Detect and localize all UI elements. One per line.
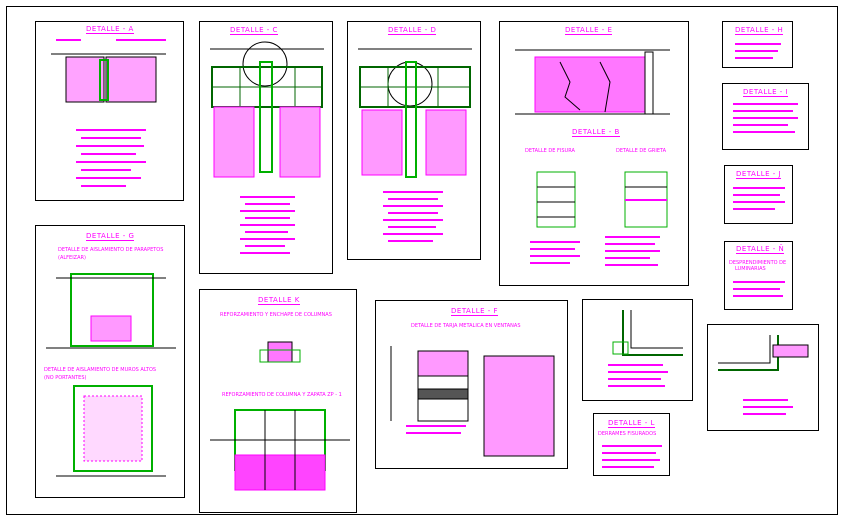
detalle-unlabeled-1-drawing — [608, 310, 683, 387]
detalle-e-title: DETALLE - E — [565, 26, 613, 35]
detalle-f-title: DETALLE - F — [451, 307, 499, 316]
detalle-a-title: DETALLE - A — [86, 25, 134, 34]
detalle-h-notes — [735, 43, 781, 59]
detalle-unlabeled-2-drawing — [718, 335, 809, 415]
panel-detalle-unlabeled-1 — [582, 299, 693, 401]
detalle-fisura-label: DETALLE DE FISURA — [525, 148, 575, 154]
detalle-k-sub1: REFORZAMIENTO Y ENCHAPE DE COLUMNAS — [220, 312, 332, 318]
detalle-e-drawing — [515, 49, 670, 266]
detalle-l-title: DETALLE - L — [608, 419, 655, 428]
detalle-l-sub1: DERRAMES FISURADOS — [598, 431, 657, 437]
detalle-h-title: DETALLE - H — [735, 26, 784, 35]
detalle-d-title: DETALLE - D — [388, 26, 437, 35]
panel-detalle-j: DETALLE - J — [724, 165, 793, 224]
panel-detalle-e: DETALLE - E DETALLE - B DETALLE DE FISUR… — [499, 21, 689, 286]
panel-detalle-i: DETALLE - I — [722, 83, 809, 150]
panel-detalle-h: DETALLE - H — [722, 21, 793, 68]
detalle-c-title: DETALLE - C — [230, 26, 278, 35]
detalle-a-drawing — [51, 39, 166, 187]
detalle-g-drawing — [46, 273, 176, 477]
panel-detalle-d: DETALLE - D — [347, 21, 481, 260]
detalle-f-drawing — [390, 346, 555, 457]
panel-detalle-l: DETALLE - L DERRAMES FISURADOS — [593, 413, 670, 476]
detalle-j-title: DETALLE - J — [736, 170, 782, 179]
panel-detalle-f: DETALLE - F DETALLE DE TARJA METALICA EN… — [375, 300, 568, 469]
detalle-i-notes — [733, 103, 798, 133]
detalle-n-notes — [733, 281, 785, 297]
detalle-g-sub3: DETALLE DE AISLAMIENTO DE MUROS ALTOS — [44, 367, 157, 373]
detalle-g-sub4: (NO PORTANTES) — [44, 375, 87, 381]
detalle-g-sub2: (ALFEIZAR) — [58, 255, 86, 261]
panel-detalle-c: DETALLE - C — [199, 21, 333, 274]
drawing-sheet-border — [6, 6, 838, 515]
detalle-l-notes — [602, 445, 662, 468]
detalle-n-sub2: LUMINARIAS — [735, 266, 766, 272]
panel-detalle-a: DETALLE - A — [35, 21, 184, 201]
detalle-i-title: DETALLE - I — [743, 88, 789, 97]
detalle-c-drawing — [210, 41, 324, 254]
detalle-k-drawing — [210, 341, 350, 491]
detalle-n-title: DETALLE - Ñ — [736, 245, 785, 254]
panel-detalle-g: DETALLE - G DETALLE DE AISLAMIENTO DE PA… — [35, 225, 185, 498]
detalle-g-title: DETALLE - G — [86, 232, 135, 241]
detalle-b-title: DETALLE - B — [572, 128, 620, 137]
panel-detalle-unlabeled-2 — [707, 324, 819, 431]
detalle-f-sub1: DETALLE DE TARJA METALICA EN VENTANAS — [411, 323, 521, 329]
panel-detalle-n: DETALLE - Ñ DESPRENDIMIENTO DE LUMINARIA… — [724, 241, 793, 310]
detalle-d-drawing — [358, 48, 472, 242]
detalle-n-sub1: DESPRENDIMIENTO DE — [729, 260, 787, 266]
detalle-grieta-label: DETALLE DE GRIETA — [616, 148, 667, 154]
detalle-k-title: DETALLE K — [258, 296, 300, 305]
detalle-j-notes — [733, 187, 785, 210]
detalle-k-sub2: REFORZAMIENTO DE COLUMNA Y ZAPATA ZP - 1 — [222, 392, 342, 398]
panel-detalle-k: DETALLE K REFORZAMIENTO Y ENCHAPE DE COL… — [199, 289, 357, 513]
detalle-g-sub1: DETALLE DE AISLAMIENTO DE PARAPETOS — [58, 247, 164, 253]
